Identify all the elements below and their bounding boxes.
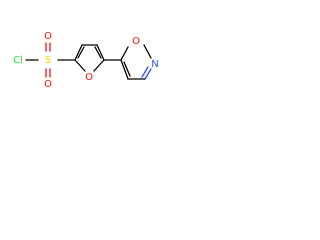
oxygen-top-label: O xyxy=(44,31,52,42)
isox-o-n-bond xyxy=(143,44,152,59)
isoxazole-oxygen-label: O xyxy=(132,36,140,47)
isox-c4-c5-double xyxy=(123,61,131,77)
furan-c4-c5-double xyxy=(94,46,102,59)
chlorine-label: Cl xyxy=(13,55,23,66)
isox-n-c3-bond xyxy=(144,68,152,80)
sulfur-label: S xyxy=(45,55,51,66)
structure-diagram: Cl S O O O O N xyxy=(0,0,198,127)
molecule-drawing: Cl S O O O O N xyxy=(13,31,159,90)
isox-c4-c5-bond xyxy=(120,59,129,80)
furan-c2-c3-bond xyxy=(74,44,83,61)
isox-c5-o-bond xyxy=(120,46,129,61)
furan-c4-c5-bond xyxy=(96,44,105,61)
furan-c2-c3-double xyxy=(77,46,85,59)
isox-n-c3-double xyxy=(141,66,149,78)
furan-c5-o-bond xyxy=(93,59,105,72)
furan-c2-o-bond xyxy=(74,59,86,72)
isoxazole-nitrogen-label: N xyxy=(151,59,158,70)
furan-oxygen-label: O xyxy=(85,72,93,83)
oxygen-bottom-label: O xyxy=(44,79,52,90)
